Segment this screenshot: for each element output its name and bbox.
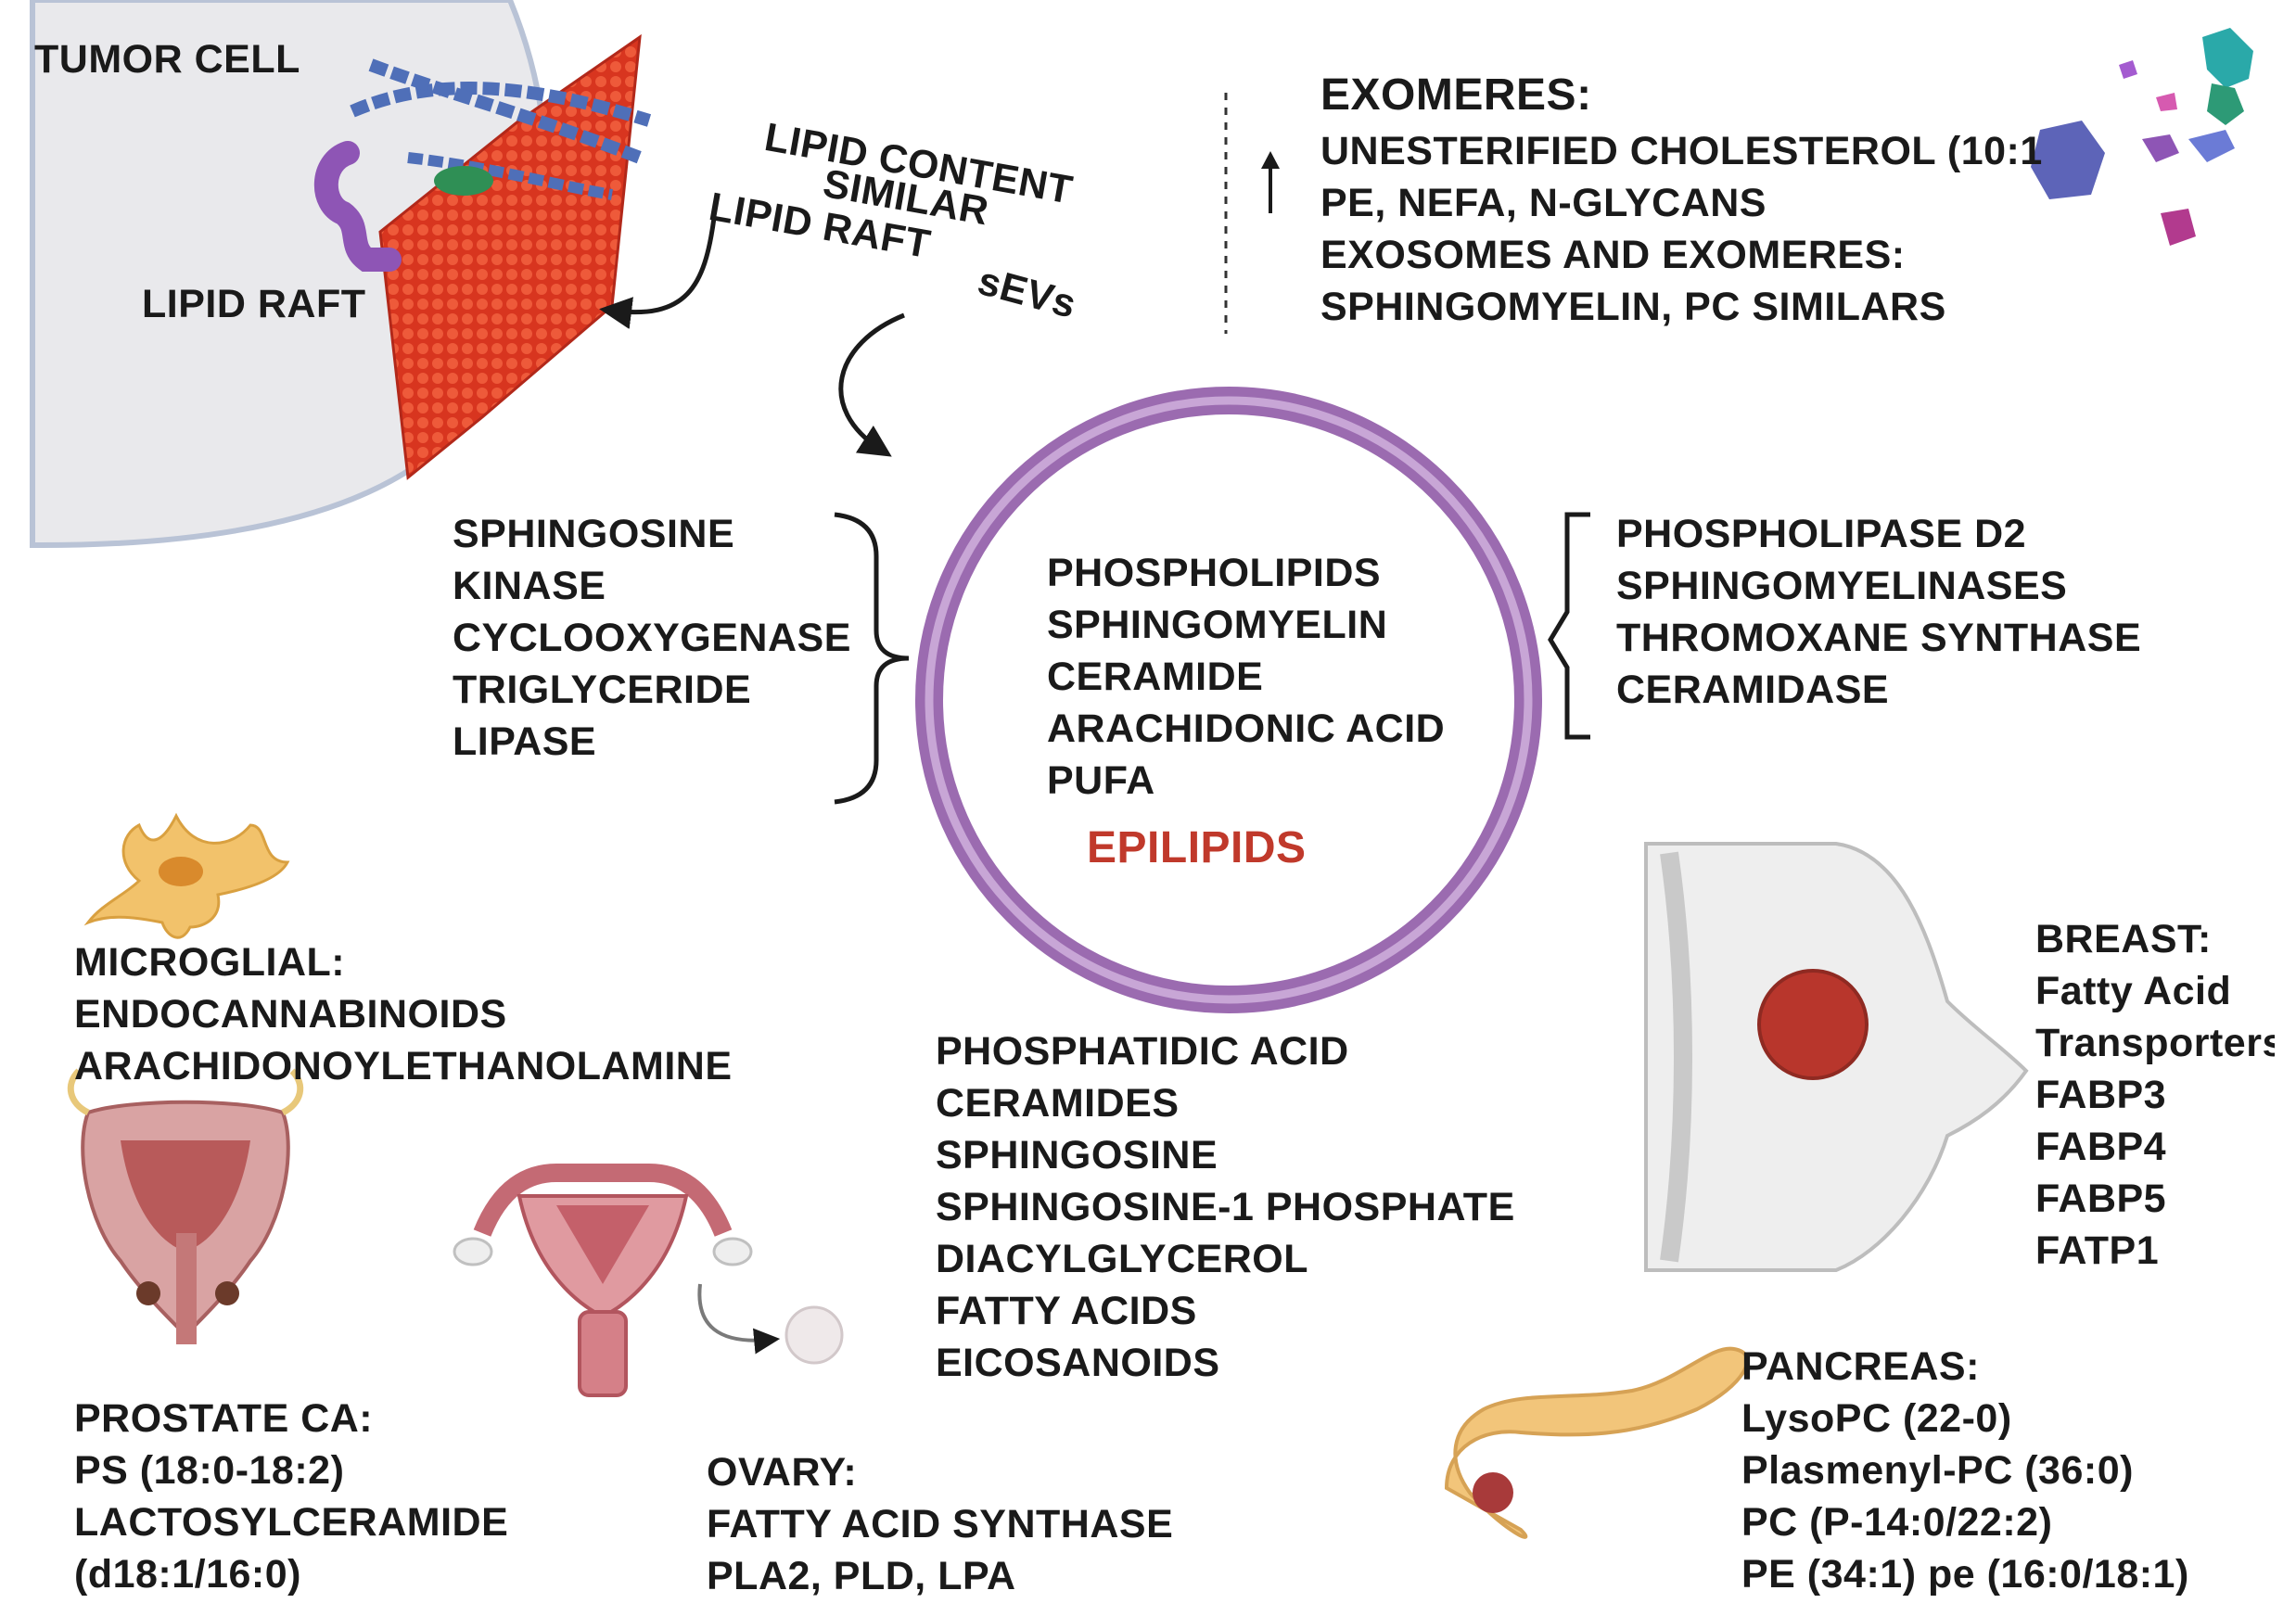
enzyme-item: SPHINGOMYELINASES <box>1616 564 2068 608</box>
membrane-slab-illustration <box>313 33 652 480</box>
enzyme-item: CERAMIDASE <box>1616 668 1890 712</box>
lipid-item: PHOSPHATIDIC ACID <box>936 1029 1349 1074</box>
breast-line: Transporters <box>2035 1021 2275 1065</box>
lipid-item: PHOSPHOLIPIDS <box>1047 551 1382 595</box>
lipid-raft-label: LIPID RAFT <box>142 282 366 326</box>
epilipids-ring <box>915 387 1542 1013</box>
up-arrow-icon <box>1261 151 1280 213</box>
breast-block: BREAST: Fatty Acid Transporters FABP3 FA… <box>2035 913 2275 1277</box>
pancreas-line: PC (P-14:0/22:2) <box>1741 1500 2053 1545</box>
lipid-item: PUFA <box>1047 758 1155 803</box>
microglial-title: MICROGLIAL: <box>74 940 346 985</box>
center-lipids-list: PHOSPHOLIPIDS SPHINGOMYELIN CERAMIDE ARA… <box>1047 547 1445 807</box>
enzyme-item: KINASE <box>453 564 606 608</box>
ovary-line: FATTY ACID SYNTHASE <box>707 1502 1174 1546</box>
breast-line: FATP1 <box>2035 1228 2160 1273</box>
ovary-arrow <box>697 1283 781 1355</box>
exomeres-title: EXOMERES: <box>1320 70 1592 120</box>
right-bracket <box>1548 512 1590 740</box>
pancreas-line: LysoPC (22-0) <box>1741 1396 2012 1441</box>
microglial-block: MICROGLIAL: ENDOCANNABINOIDS ARACHIDONOY… <box>74 936 733 1092</box>
breast-illustration <box>1644 842 2029 1272</box>
lipid-item: SPHINGOSINE-1 PHOSPHATE <box>936 1185 1515 1229</box>
exomeres-line: UNESTERIFIED CHOLESTEROL (10:1 <box>1320 129 2043 173</box>
breast-title: BREAST: <box>2035 917 2212 961</box>
pancreas-line: Plasmenyl-PC (36:0) <box>1741 1448 2134 1493</box>
enzyme-item: CYCLOOXYGENASE <box>453 616 851 660</box>
left-bracket <box>834 512 910 805</box>
exomere-particles-illustration <box>2031 28 2253 246</box>
pancreas-block: PANCREAS: LysoPC (22-0) Plasmenyl-PC (36… <box>1741 1341 2189 1600</box>
prostate-line: (d18:1/16:0) <box>74 1552 301 1597</box>
enzyme-item: THROMOXANE SYNTHASE <box>1616 616 2142 660</box>
prostate-line: PS (18:0-18:2) <box>74 1448 345 1493</box>
left-enzymes-list: SPHINGOSINE KINASE CYCLOOXYGENASE TRIGLY… <box>453 508 851 768</box>
exomeres-line: PE, NEFA, N-GLYCANS <box>1320 181 1767 225</box>
exomeres-list: UNESTERIFIED CHOLESTEROL (10:1 PE, NEFA,… <box>1320 125 2043 333</box>
right-enzymes-list: PHOSPHOLIPASE D2 SPHINGOMYELINASES THROM… <box>1616 508 2141 716</box>
ovary-title: OVARY: <box>707 1450 858 1495</box>
enzyme-item: SPHINGOSINE <box>453 512 735 556</box>
bottom-lipids-list: PHOSPHATIDIC ACID CERAMIDES SPHINGOSINE … <box>936 1025 1515 1389</box>
breast-line: FABP4 <box>2035 1125 2167 1169</box>
ovary-block: OVARY: FATTY ACID SYNTHASE PLA2, PLD, LP… <box>707 1446 1173 1602</box>
arrow-to-epilipids <box>838 312 905 457</box>
ovary-line: PLA2, PLD, LPA <box>707 1554 1016 1598</box>
arrow-to-tumor-cell <box>599 217 717 329</box>
lipid-item: FATTY ACIDS <box>936 1289 1197 1333</box>
microglial-cell-illustration <box>83 812 290 939</box>
lipid-item: CERAMIDE <box>1047 655 1264 699</box>
breast-line: FABP3 <box>2035 1073 2167 1117</box>
enzyme-item: PHOSPHOLIPASE D2 <box>1616 512 2027 556</box>
pancreas-line: PE (34:1) pe (16:0/18:1) <box>1741 1552 2189 1597</box>
prostate-line: LACTOSYLCERAMIDE <box>74 1500 509 1545</box>
released-ovary-illustration <box>784 1305 844 1365</box>
breast-line: FABP5 <box>2035 1177 2167 1221</box>
pancreas-title: PANCREAS: <box>1741 1344 1980 1389</box>
lipid-item: CERAMIDES <box>936 1081 1180 1126</box>
prostate-illustration <box>67 1068 304 1344</box>
lipid-item: DIACYLGLYCEROL <box>936 1237 1308 1281</box>
breast-line: Fatty Acid <box>2035 969 2232 1013</box>
prostate-block: PROSTATE CA: PS (18:0-18:2) LACTOSYLCERA… <box>74 1393 508 1600</box>
epilipids-title: EPILIPIDS <box>1087 823 1307 872</box>
microglial-line: ARACHIDONOYLETHANOLAMINE <box>74 1044 733 1088</box>
lipid-item: ARACHIDONIC ACID <box>1047 706 1446 751</box>
pancreas-illustration <box>1444 1346 1750 1539</box>
lipid-item: SPHINGOMYELIN <box>1047 603 1388 647</box>
exomeres-line: SPHINGOMYELIN, PC SIMILARS <box>1320 285 1946 329</box>
prostate-title: PROSTATE CA: <box>74 1396 374 1441</box>
uterus-illustration <box>453 1164 753 1397</box>
microglial-line: ENDOCANNABINOIDS <box>74 992 507 1037</box>
exomeres-line: EXOSOMES AND EXOMERES: <box>1320 233 1906 277</box>
lipid-item: SPHINGOSINE <box>936 1133 1218 1177</box>
enzyme-item: TRIGLYCERIDE <box>453 668 752 712</box>
lipid-item: EICOSANOIDS <box>936 1341 1220 1385</box>
enzyme-item: LIPASE <box>453 719 597 764</box>
tumor-cell-title: TUMOR CELL <box>34 37 300 82</box>
